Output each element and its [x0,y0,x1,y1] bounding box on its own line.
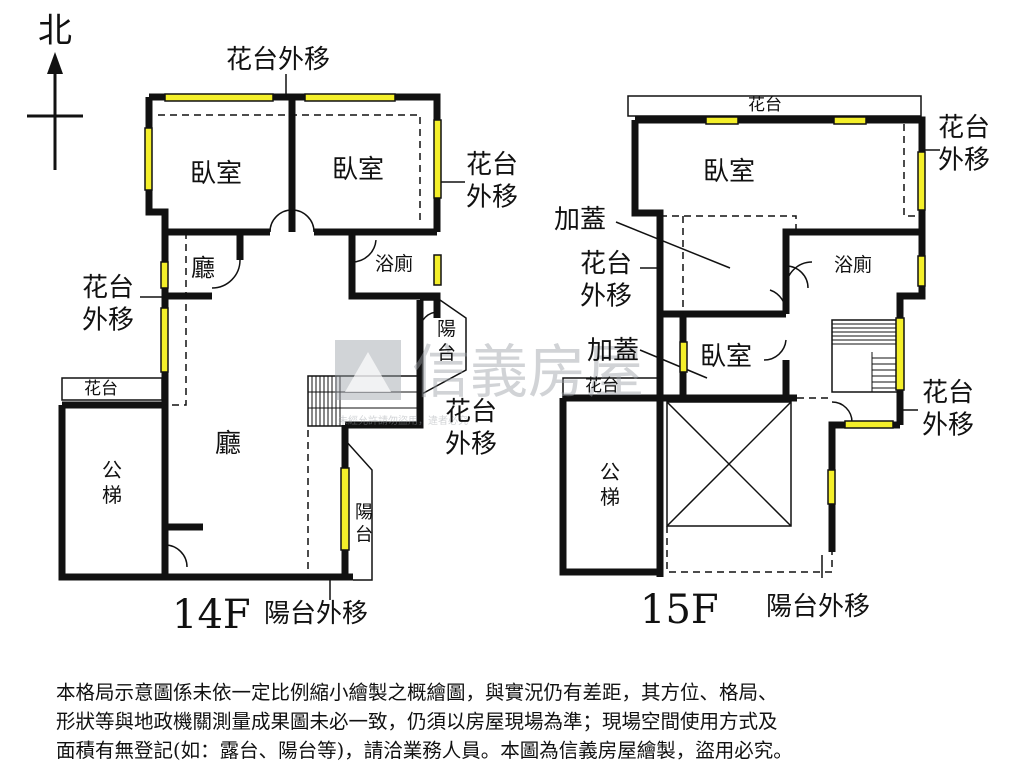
leader-15f-addition-lower [639,349,708,379]
floor-15f-dashed [659,124,922,573]
wall-14f-bath [348,232,441,318]
window-15f-right-lower [827,469,836,505]
floor-15f-label: 15F [640,587,719,633]
annotation-15f-balcony-bottom: 陽台外移 [766,592,870,622]
dashed-15f-addition [660,215,797,232]
wall-15f-right-lower [828,421,900,552]
wall-15f-left-upper [631,120,664,314]
disclaimer-line-2: 形狀等與地政機關測量成果圖未必一致，仍須以房屋現場為準；現場空間使用方式及 [56,710,778,733]
window-14f-hall [160,261,169,289]
annotation-15f-addition-upper: 加蓋 [554,205,606,235]
door-14f-bedroom-right [291,209,315,233]
door-15f-bedroom-top [769,289,787,315]
void-15f [666,401,792,527]
annotation-14f-planter-mid: 花台外移 [445,397,497,460]
watermark-sub: 未經允許請勿盜用，違者必究 [338,414,468,427]
annotation-14f-planter-left: 花台外移 [82,273,134,336]
door-14f-small-hall [211,259,241,289]
window-14f-bath [433,254,442,286]
room-14f-hall-small: 廳 [191,254,215,282]
dashed-14f-left [165,232,187,406]
north-compass: 北 [27,11,83,170]
disclaimer-line-1: 本格局示意圖係未依一定比例縮小繪製之概繪圖，與實況仍有差距，其方位、格局、 [56,681,778,704]
window-15f-bottom [844,420,894,429]
annotation-15f-planter-right-bottom: 花台外移 [922,378,974,441]
annotation-15f-planter-left: 花台外移 [580,249,632,312]
window-14f-left [144,127,153,191]
room-15f-bathroom: 浴廁 [834,253,872,276]
annotation-15f-addition-lower: 加蓋 [587,336,639,366]
window-14f-right [433,119,442,199]
floor-15f-thin-lines [562,95,940,578]
window-14f-top-1 [164,93,274,102]
room-14f-bathroom: 浴廁 [375,252,413,275]
room-14f-bedroom-right: 臥室 [332,155,384,185]
dashed-15f-right [903,124,922,217]
floor-14f-windows [144,93,442,551]
room-14f-hall-main: 廳 [215,429,241,459]
wall-15f-stair [559,398,660,576]
room-15f-planter-top: 花台 [748,95,782,115]
window-15f-right [917,151,926,211]
window-14f-top-2 [304,93,396,102]
door-14f-bedroom-left [269,209,293,233]
floor-14f-thin-lines [61,74,467,600]
window-15f-top-1 [705,116,739,125]
room-14f-planter: 花台 [84,379,118,399]
stairs-15f [831,319,899,393]
dashed-14f-top [158,114,421,225]
door-15f-bath [785,265,809,289]
door-15f-stair [831,401,853,423]
room-14f-balcony-upper: 陽台 [437,318,456,364]
door-14f-balcony [419,311,439,331]
room-14f-public-stair: 公梯 [102,458,122,507]
window-15f-top-2 [833,116,867,125]
wall-15f-top [635,116,926,232]
window-14f-balcony [340,467,350,551]
balcony-14f-lower [344,425,373,581]
north-arrow-icon [47,52,63,74]
planter-14f-small [61,377,163,401]
dashed-15f-bottom [666,526,833,573]
balcony-14f-upper [419,299,467,396]
annotation-14f-balcony-bottom: 陽台外移 [264,599,368,629]
north-label: 北 [38,11,72,51]
room-15f-planter-small: 花台 [585,376,619,396]
door-15f-bedroom-mid [763,339,787,361]
room-14f-balcony-lower: 陽台 [355,502,373,546]
leader-15f-addition-upper [615,221,731,269]
door-14f-bath [351,239,377,263]
floor-15f-windows [679,116,926,505]
planter-15f-small [562,377,661,399]
window-15f-bedroom [679,341,688,373]
floor-14f-dashed [158,114,421,577]
watermark: 信義房屋 未經允許請勿盜用，違者必究 [335,338,644,427]
disclaimer: 本格局示意圖係未依一定比例縮小繪製之概繪圖，與實況仍有差距，其方位、格局、 形狀… [56,678,986,765]
floor-14f-label: 14F [172,592,251,638]
annotation-15f-planter-right-top: 花台外移 [938,113,990,176]
planter-15f-top [627,95,922,117]
annotation-14f-planter-top: 花台外移 [226,45,330,75]
window-15f-bath [917,255,926,287]
watermark-brand: 信義房屋 [412,338,644,406]
disclaimer-line-3: 面積有無登記(如：露台、陽台等)，請洽業務人員。本圖為信義房屋繪製，盜用必究。 [56,739,793,762]
floor-15f-doors [763,261,853,423]
annotation-14f-planter-right: 花台外移 [466,150,518,213]
room-15f-bedroom-mid: 臥室 [700,342,752,372]
wall-14f-bottom [58,405,353,581]
room-14f-bedroom-left: 臥室 [190,159,242,189]
window-15f-stair [895,317,905,391]
door-14f-stair [164,544,188,568]
room-15f-public-stair: 公梯 [600,460,620,509]
window-14f-left-lower [160,307,169,373]
room-15f-bedroom-top: 臥室 [703,157,755,187]
floor-14f-doors [164,209,439,568]
